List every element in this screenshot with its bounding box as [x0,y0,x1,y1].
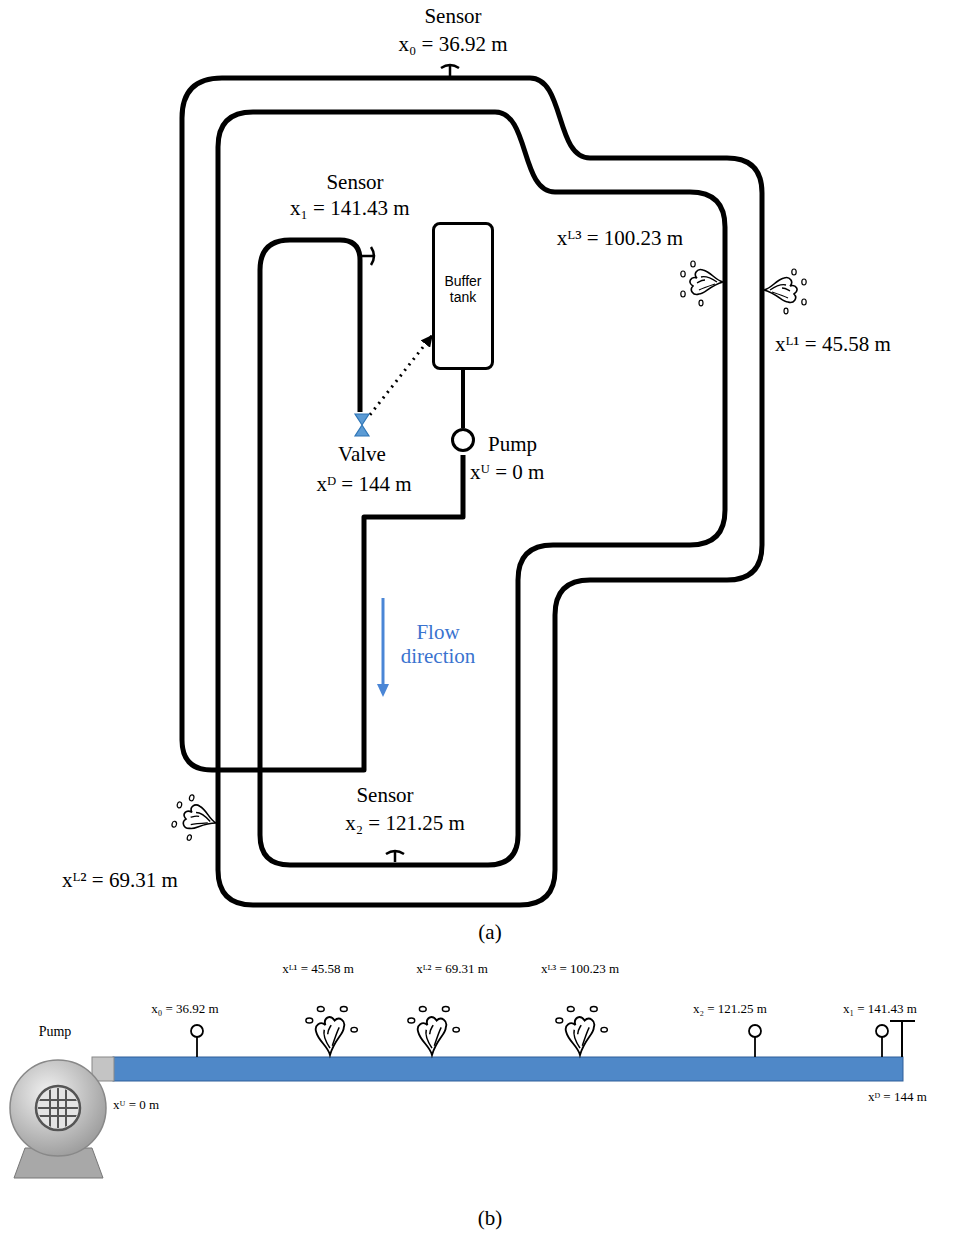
pump-symbol [451,428,475,452]
pipe-segment [461,370,465,428]
valve-symbol [890,1021,915,1057]
panel-label: (a) [478,920,501,944]
leak-position-label: xᴸ¹ = 45.58 m [282,962,354,977]
leak-position-label: xᴸ³ = 100.23 m [557,226,683,250]
pipe-bar [113,1057,903,1081]
position-label: x₁ = 141.43 m [290,196,410,220]
position-label: xᴰ = 144 m [868,1090,927,1105]
position-label: xᵁ = 0 m [113,1098,159,1113]
position-label: x₀ = 36.92 m [151,1002,218,1017]
pump-label: Pump [39,1024,72,1040]
position-label: xᴰ = 144 m [317,472,412,496]
valve-label: Valve [338,442,386,466]
pump-illustration [10,1057,114,1178]
leak-symbol [306,1006,358,1055]
buffer-tank: Buffer tank [432,222,494,370]
leak-symbol [556,1006,608,1055]
valve: Valvexᴰ = 144 m [354,413,370,437]
pipe-loop [182,78,762,905]
pump-label: Pump [488,432,537,456]
leak-position-label: xᴸ³ = 100.23 m [541,962,619,977]
pump-symbol [453,430,474,451]
sensor-label: Sensor [326,170,383,194]
valve-symbol [355,414,369,436]
dotted-arrow [370,336,432,415]
tank-label: Buffer tank [435,225,491,309]
leak-position-label: xᴸ² = 69.31 m [62,868,178,892]
panel-label: (b) [478,1206,503,1230]
sensor-symbol [191,1025,888,1057]
sensor-label: Sensor [356,783,413,807]
pump: Pumpxᵁ = 0 m [451,428,475,452]
position-label: xᵁ = 0 m [470,460,544,484]
leak-position-label: xᴸ¹ = 45.58 m [775,332,891,356]
leak-position-label: xᴸ² = 69.31 m [416,962,488,977]
position-label: x₂ = 121.25 m [345,811,465,835]
flow-label: Flow direction [388,620,488,668]
position-label: x₁ = 141.43 m [843,1002,917,1017]
flow-arrow [377,598,389,697]
sensor-label: Sensor [424,4,481,28]
leak-symbol [681,261,723,306]
leak-symbol [764,269,806,314]
leak-symbol [169,792,221,846]
position-label: x₀ = 36.92 m [399,32,508,56]
position-label: x₂ = 121.25 m [693,1002,767,1017]
valve-symbol [354,413,370,437]
leak-symbol [408,1006,460,1055]
